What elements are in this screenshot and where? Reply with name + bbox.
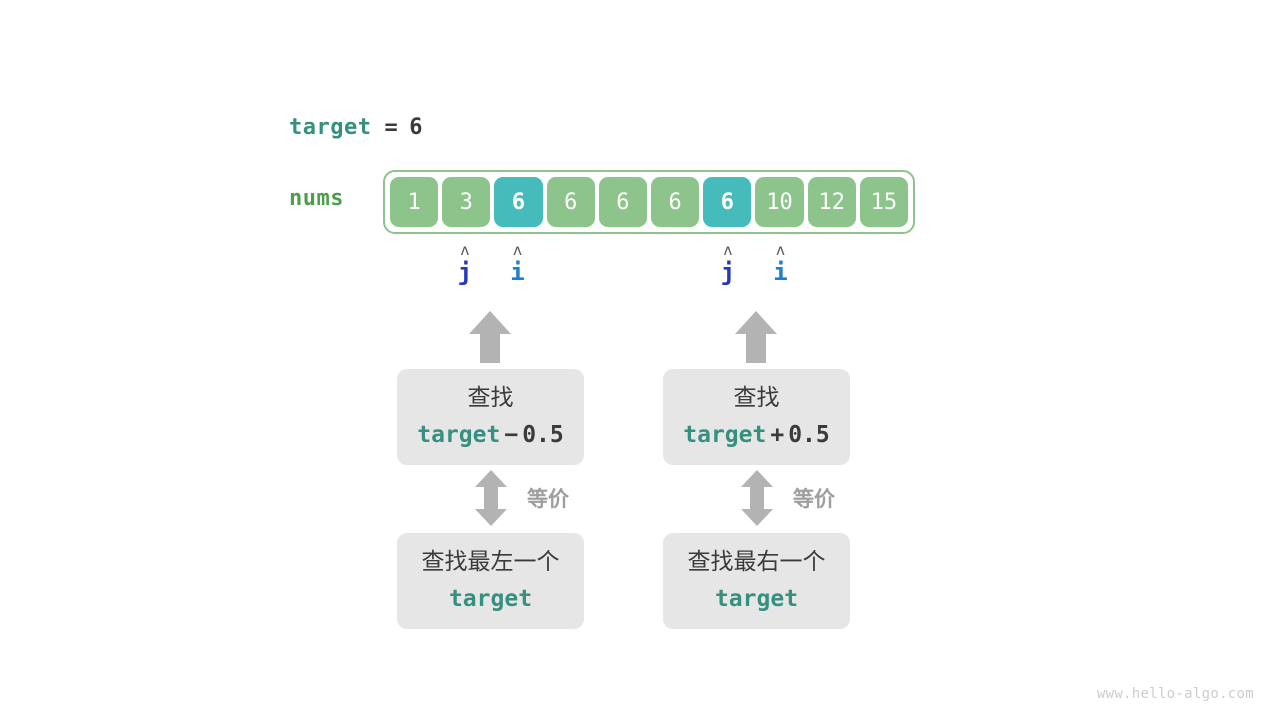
- array-cell: 1: [390, 177, 439, 227]
- expression-target: target: [714, 586, 799, 612]
- pointer-label: i: [510, 258, 525, 286]
- array-cell: 15: [859, 177, 909, 227]
- expression-target: target: [448, 586, 533, 612]
- expression-number: 0.5: [522, 422, 564, 448]
- bottom-box-left-expression: target: [449, 583, 532, 615]
- expression-operator: +: [770, 422, 785, 448]
- caret-icon: ʌ: [775, 241, 786, 259]
- array-cell: 6: [703, 177, 752, 227]
- pointer-label: i: [773, 258, 788, 286]
- pointer-label: j: [457, 258, 473, 286]
- equivalence-right-label: 等价: [793, 487, 835, 511]
- bottom-box-right-title: 查找最右一个: [687, 549, 826, 575]
- array-cell: 12: [807, 177, 856, 227]
- equivalence-left-label: 等价: [527, 487, 569, 511]
- target-value: 6: [409, 114, 423, 140]
- double-arrow-icon: [741, 470, 773, 526]
- top-box-right-expression: target+0.5: [683, 419, 830, 451]
- caret-icon: ʌ: [460, 241, 470, 259]
- expression-target: target: [417, 422, 501, 448]
- up-arrow-left: [468, 310, 512, 364]
- caret-icon: ʌ: [723, 241, 733, 259]
- equivalence-right: 等价: [739, 470, 835, 526]
- top-box-left-expression: target−0.5: [417, 419, 564, 451]
- caret-icon: ʌ: [512, 241, 523, 259]
- bottom-box-left: 查找最左一个 target: [397, 533, 584, 629]
- array-cell: 6: [651, 177, 700, 227]
- expression-target: target: [683, 422, 767, 448]
- array-cell: 6: [598, 177, 648, 227]
- array-cell: 6: [494, 177, 543, 227]
- bottom-box-left-title: 查找最左一个: [421, 549, 560, 575]
- array-label: nums: [289, 186, 344, 211]
- top-box-right: 查找 target+0.5: [663, 369, 850, 465]
- up-arrow-right: [734, 310, 778, 364]
- bottom-box-right-expression: target: [715, 583, 798, 615]
- bottom-box-right: 查找最右一个 target: [663, 533, 850, 629]
- pointer-label: j: [720, 258, 736, 286]
- expression-operator: −: [504, 422, 519, 448]
- equals-operator: =: [384, 114, 399, 140]
- equivalence-left: 等价: [473, 470, 569, 526]
- array-cell: 3: [442, 177, 491, 227]
- top-box-left-title: 查找: [467, 385, 514, 411]
- array-cell: 10: [755, 177, 804, 227]
- target-declaration: target = 6: [289, 110, 423, 144]
- array-cell: 6: [546, 177, 595, 227]
- top-box-right-title: 查找: [733, 385, 780, 411]
- watermark: www.hello-algo.com: [1096, 686, 1254, 702]
- top-box-left: 查找 target−0.5: [397, 369, 584, 465]
- double-arrow-icon: [475, 470, 507, 526]
- target-keyword: target: [289, 114, 372, 140]
- expression-number: 0.5: [788, 422, 830, 448]
